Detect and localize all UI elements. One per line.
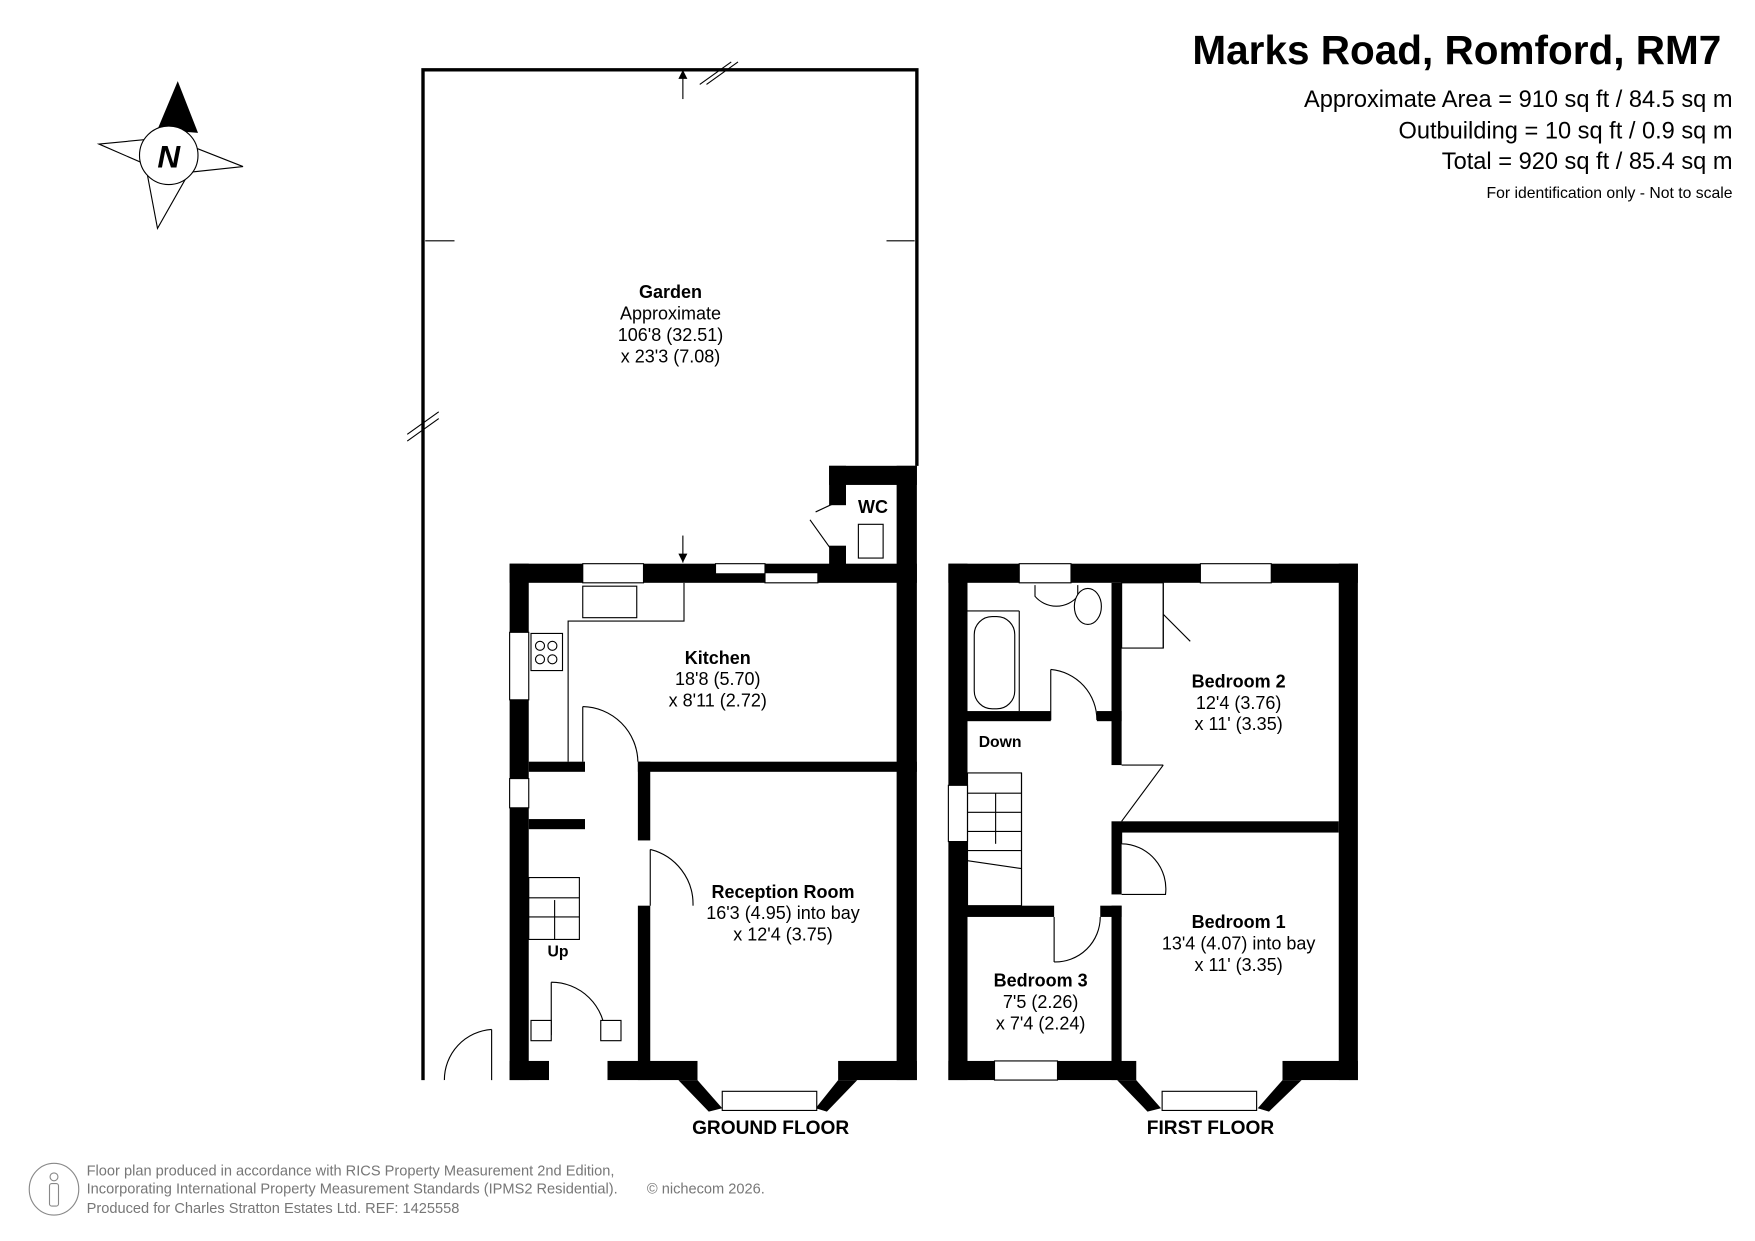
person-scale-icon: [28, 1162, 80, 1216]
bedroom3-length: 7'5 (2.26): [1003, 992, 1078, 1012]
sink-icon: [582, 585, 638, 619]
approximate-area: Approximate Area = 910 sq ft / 84.5 sq m: [1304, 87, 1733, 113]
door-bedroom1: [1121, 821, 1167, 895]
bath-icon: [973, 616, 1016, 710]
door-side: [443, 1028, 493, 1081]
stairs-down-label: Down: [979, 734, 1022, 751]
bedroom1-width: x 11' (3.35): [1195, 955, 1283, 975]
total-area: Total = 920 sq ft / 85.4 sq m: [1442, 149, 1733, 175]
disclaimer: For identification only - Not to scale: [1487, 185, 1733, 202]
door-kitchen: [582, 706, 639, 762]
door-reception: [649, 848, 694, 906]
bedroom1-length: 13'4 (4.07) into bay: [1162, 934, 1316, 954]
bedroom2-width: x 11' (3.35): [1195, 714, 1283, 734]
stairs-up-label: Up: [548, 943, 569, 960]
bedroom2-length: 12'4 (3.76): [1196, 693, 1282, 713]
bedroom1-label: Bedroom 1: [1192, 912, 1286, 932]
reception-width: x 12'4 (3.75): [733, 925, 833, 945]
garden-approx: Approximate: [620, 304, 721, 324]
wc-label: WC: [858, 497, 888, 517]
compass-icon: N: [96, 81, 244, 231]
kitchen-width: x 8'11 (2.72): [669, 691, 767, 711]
page-title: Marks Road, Romford, RM7: [1192, 27, 1721, 73]
door-bedroom2: [1121, 764, 1164, 822]
footer-copyright: © nichecom 2026.: [647, 1182, 765, 1198]
compass-north-label: N: [157, 139, 181, 175]
first-floor-label: FIRST FLOOR: [1147, 1118, 1275, 1139]
garden-width: x 23'3 (7.08): [621, 346, 721, 366]
ground-floor-fixtures: [443, 503, 884, 1081]
bedroom3-width: x 7'4 (2.24): [996, 1013, 1085, 1033]
bedroom2-label: Bedroom 2: [1192, 671, 1286, 691]
kitchen-length: 18'8 (5.70): [675, 669, 761, 689]
reception-length: 16'3 (4.95) into bay: [706, 903, 860, 923]
footer-line1: Floor plan produced in accordance with R…: [87, 1164, 615, 1180]
hob-icon: [530, 632, 564, 672]
bedroom3-label: Bedroom 3: [994, 971, 1088, 991]
ground-floor-walls: [509, 465, 917, 1112]
reception-label: Reception Room: [711, 882, 854, 902]
footer-line2: Incorporating International Property Mea…: [87, 1182, 618, 1198]
door-bedroom3: [1053, 916, 1101, 963]
first-floor-walls: [947, 563, 1358, 1112]
first-floor-fixtures: [966, 582, 1191, 963]
footer-line3: Produced for Charles Stratton Estates Lt…: [87, 1201, 460, 1217]
door-front: [550, 981, 606, 1036]
outbuilding-area: Outbuilding = 10 sq ft / 0.9 sq m: [1398, 118, 1732, 144]
ground-floor-label: GROUND FLOOR: [692, 1118, 849, 1139]
basin-icon: [1034, 585, 1079, 607]
toilet-icon-first: [1073, 587, 1102, 625]
door-bathroom: [1050, 668, 1098, 721]
kitchen-label: Kitchen: [685, 648, 751, 668]
garden-length: 106'8 (32.51): [618, 325, 724, 345]
garden-outline: [406, 61, 919, 1081]
garden-label: Garden: [639, 282, 702, 302]
toilet-icon: [857, 523, 884, 559]
